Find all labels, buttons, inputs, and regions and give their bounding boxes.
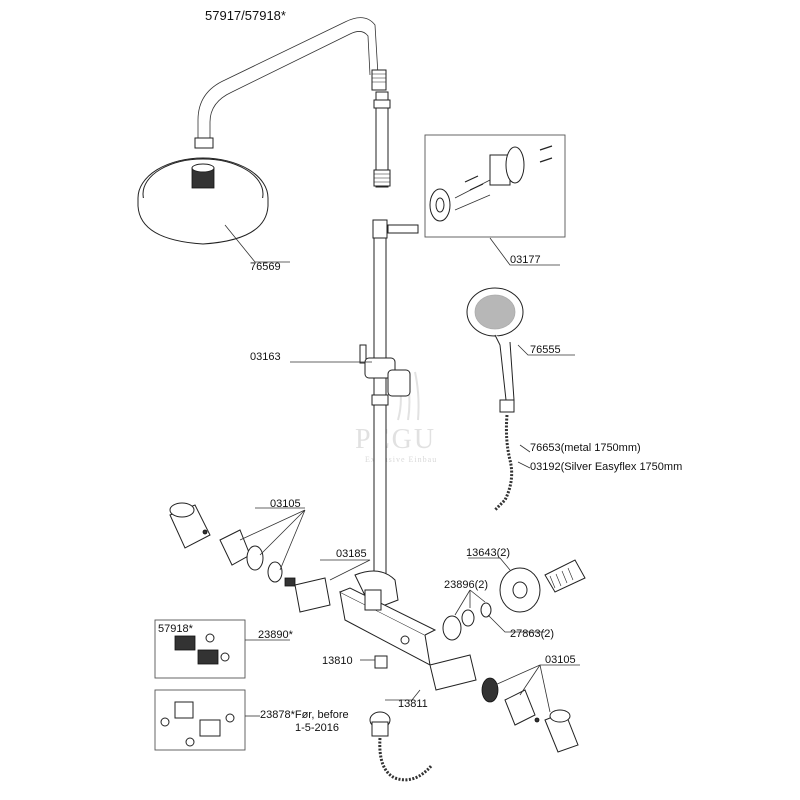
leader-76555	[517, 344, 575, 356]
watermark-brand: PEGU	[355, 424, 436, 455]
shower-arm	[194, 17, 387, 149]
label-76569: 76569	[250, 261, 281, 273]
leader-03105-top	[239, 509, 306, 571]
label-23878-line1: 23878*Før, before	[260, 709, 349, 721]
label-27863: 27863(2)	[510, 628, 554, 640]
label-03185: 03185	[336, 548, 367, 560]
leader-03177	[489, 237, 560, 266]
leader-13643	[468, 557, 511, 571]
label-03105-top: 03105	[270, 498, 301, 510]
upper-riser-tube	[373, 91, 391, 188]
right-wall-connection	[442, 559, 586, 641]
nut-13810	[374, 655, 388, 669]
leader-23896	[454, 589, 486, 616]
label-13643: 13643(2)	[466, 547, 510, 559]
label-03192: 03192(Silver Easyflex 1750mm	[530, 461, 682, 473]
label-03177: 03177	[510, 254, 541, 266]
leader-03185	[320, 559, 371, 581]
label-13811: 13811	[398, 698, 428, 710]
bottom-hose-connector	[369, 711, 434, 782]
label-03105-bottom: 03105	[545, 654, 576, 666]
label-23890: 23890*	[258, 629, 294, 641]
slider-holder	[359, 344, 411, 406]
leader-27863	[487, 614, 545, 633]
wall-bracket-detail	[424, 134, 566, 238]
label-76653: 76653(metal 1750mm)	[530, 442, 641, 454]
variant-box-23878	[154, 689, 246, 751]
hand-shower	[466, 287, 524, 413]
slide-rail	[372, 219, 419, 579]
thermostat-body	[339, 570, 437, 666]
rain-shower-head	[137, 157, 269, 245]
label-23896: 23896(2)	[444, 579, 488, 591]
leader-03192	[517, 461, 531, 469]
watermark-tagline: Exclusive Einbau	[365, 455, 437, 464]
diagram-title: 57917/57918*	[205, 8, 286, 23]
label-03163: 03163	[250, 351, 281, 363]
label-13810: 13810	[322, 655, 353, 667]
shower-hose	[493, 414, 514, 512]
label-57918-box: 57918*	[158, 623, 194, 635]
watermark-logo: PEGU Exclusive Einbau	[355, 369, 437, 464]
flow-handle-assembly	[429, 654, 579, 753]
leader-76569	[224, 224, 290, 263]
label-76555: 76555	[530, 344, 561, 356]
leader-03105-bottom	[494, 664, 551, 713]
label-23878-line2: 1-5-2016	[295, 722, 339, 734]
variant-box-57918	[154, 619, 246, 679]
temperature-handle-assembly	[169, 502, 331, 613]
leader-13811	[385, 689, 421, 701]
leader-76653	[519, 444, 531, 453]
